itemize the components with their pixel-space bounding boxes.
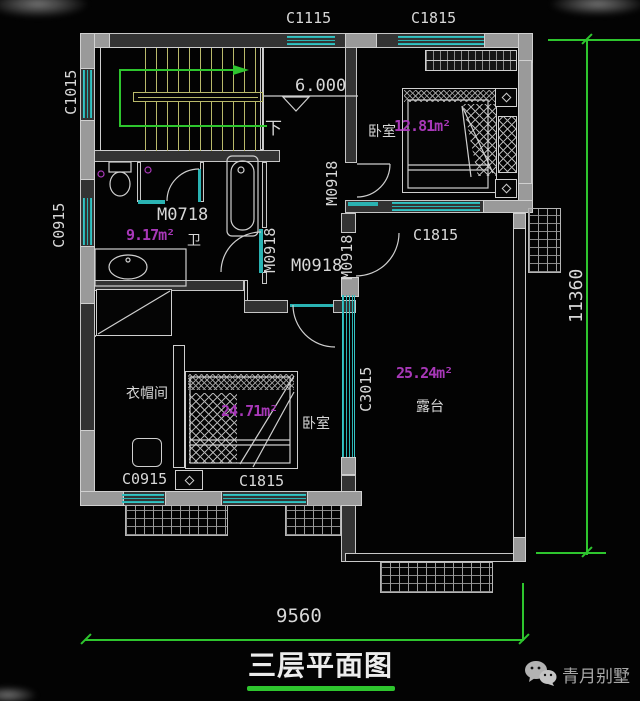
window-label-c1815-bottom: C1815	[239, 472, 285, 490]
dim-right-value: 11360	[566, 268, 588, 323]
bed-pillows	[189, 393, 237, 463]
door-label-m0718: M0718	[157, 205, 209, 225]
area-label-bedroom-main: 24.71m²	[221, 402, 278, 420]
dim-bottom-value: 9560	[276, 605, 322, 627]
wall-bath-right	[262, 162, 267, 228]
door-leaf-m0718	[198, 169, 201, 202]
wall-bath-right	[262, 272, 267, 284]
dim-line-right	[586, 40, 588, 555]
room-label-bedroom-top: 卧室	[368, 124, 396, 140]
window-label-c1815-top: C1815	[411, 9, 457, 27]
window-label-c0915-left: C0915	[49, 202, 68, 248]
edge-glare	[0, 0, 90, 18]
area-label-terrace: 25.24m²	[396, 364, 453, 382]
area-label-bedroom-top: 12.81m²	[394, 117, 451, 135]
window-c1815-mid	[392, 202, 480, 211]
room-label-bathroom: 卫	[187, 233, 201, 249]
roof-hatch	[528, 208, 561, 273]
door-leaf-m0918-bath	[259, 229, 263, 273]
column	[513, 213, 526, 229]
dim-line-bottom	[85, 639, 524, 641]
column	[341, 457, 356, 475]
stair-path	[119, 70, 121, 126]
stair-direction-label: 下	[265, 119, 282, 139]
column	[80, 120, 95, 180]
wechat-icon	[525, 661, 557, 686]
window-label-c0915-bottom: C0915	[122, 470, 168, 488]
dresser	[498, 116, 517, 173]
wardrobe-top-bedroom	[425, 50, 517, 71]
column	[345, 33, 377, 48]
window-label-c1015: C1015	[61, 69, 80, 115]
plan-title: 三层平面图	[248, 649, 394, 682]
stair-path	[119, 69, 237, 71]
wall-hall-bottom	[244, 300, 288, 313]
window-c0915-left	[83, 198, 92, 245]
window-c1015	[83, 70, 92, 118]
bed-pillows	[404, 90, 495, 102]
edge-glare	[0, 686, 38, 701]
window-c3015	[342, 295, 355, 457]
column	[513, 537, 526, 562]
roof-hatch	[125, 505, 228, 536]
window-c1815-top	[398, 36, 484, 45]
room-label-cloakroom: 衣帽间	[126, 386, 168, 402]
dim-ext-line	[548, 39, 640, 41]
wall-terrace-left	[341, 213, 356, 233]
cloakroom-wardrobe	[94, 335, 120, 491]
stool	[132, 438, 162, 467]
column	[80, 33, 95, 69]
room-label-terrace: 露台	[416, 399, 444, 415]
door-label-m0918-bath: M0918	[260, 227, 279, 273]
headboard-cabinet	[173, 345, 185, 468]
column	[483, 200, 533, 213]
roof-hatch	[380, 562, 493, 593]
window-c1815-bottom	[223, 494, 306, 503]
edge-glare	[548, 0, 640, 16]
door-threshold-hall	[290, 304, 333, 307]
window-c0915-bottom	[122, 494, 164, 503]
stair-handrail	[133, 92, 263, 102]
door-label-m0918-hall: M0918	[291, 256, 343, 276]
stair-direction-arrow-icon	[233, 65, 249, 75]
door-threshold-bedroom	[348, 202, 378, 206]
window-label-c1815-mid: C1815	[413, 226, 459, 244]
window-label-c3015: C3015	[356, 366, 375, 412]
title-underline	[247, 686, 395, 691]
area-label-bathroom: 9.17m²	[126, 226, 175, 244]
window-label-c1115: C1115	[286, 9, 332, 27]
door-label-m0918-bedroom: M0918	[322, 160, 341, 206]
nightstand	[495, 179, 517, 198]
elevation-label: 6.000	[295, 76, 347, 96]
door-label-m0918-terrace: M0918	[337, 234, 356, 280]
bed-blanket-band	[188, 374, 294, 390]
window-c1115	[287, 36, 335, 45]
dim-ext-line	[536, 552, 606, 554]
nightstand	[495, 88, 517, 107]
nightstand	[175, 470, 203, 490]
door-threshold	[138, 200, 165, 204]
room-label-bedroom-main: 卧室	[302, 416, 330, 432]
stair-path	[119, 125, 267, 127]
dim-ext-line	[522, 583, 524, 641]
watermark: 青月别墅	[562, 667, 630, 687]
roof-hatch	[285, 505, 341, 536]
